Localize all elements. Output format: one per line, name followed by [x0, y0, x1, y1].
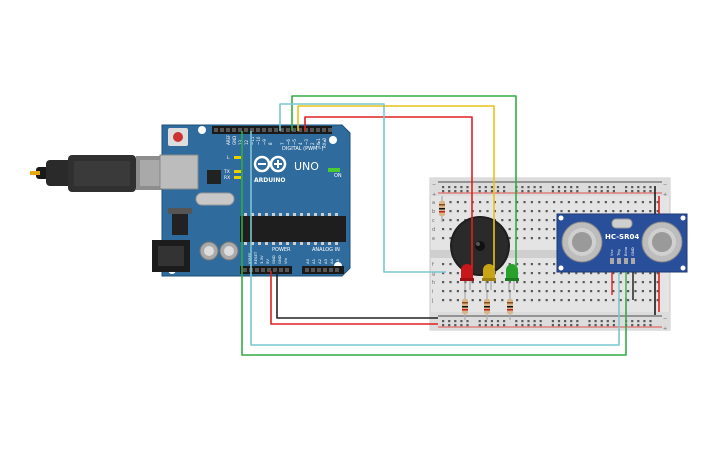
power-pin-header[interactable] [240, 266, 292, 274]
row-label-b: b [432, 209, 435, 215]
pin-label-4: 4 [298, 142, 303, 145]
rail-label-plus-bottom: + [663, 326, 667, 332]
pin-label-a0: A0 [305, 258, 310, 264]
rail-label-minus-bottom: − [663, 316, 667, 322]
pin-label-9: ~9 [262, 139, 267, 145]
pin-label-reset: RESET [253, 251, 258, 264]
piezo-buzzer[interactable] [450, 216, 510, 276]
pin-label-2: 2 [310, 142, 315, 145]
pin-label-6: ~6 [286, 139, 291, 145]
arduino-logo-icon [253, 155, 287, 173]
pin-label-a3: A3 [323, 258, 328, 264]
wire-5v[interactable] [270, 271, 438, 325]
usb-chip [207, 170, 221, 184]
transducer-left [561, 221, 603, 263]
pin-label-gnd2: GND [277, 255, 282, 264]
pin-label-8: 8 [268, 142, 273, 145]
arduino-model-label: UNO [294, 160, 319, 173]
transducer-right [641, 221, 683, 263]
row-label-i: i [432, 289, 433, 295]
pin-label-a5: A5 [335, 258, 340, 264]
row-label-e: e [432, 236, 435, 242]
arduino-brand-label: ARDUINO [254, 177, 285, 184]
pin-label-3v3: 3.3V [259, 255, 264, 264]
pin-label-rx0: RX◂0 [322, 137, 327, 148]
pin-label-3: ~3 [304, 139, 309, 145]
pin-label-11: ~11 [250, 136, 255, 145]
wire-trig[interactable] [250, 131, 620, 346]
row-label-c: c [432, 218, 435, 224]
pin-label-12: 12 [244, 139, 249, 145]
reset-button-cap[interactable] [173, 132, 183, 142]
pin-label-a1: A1 [311, 258, 316, 264]
pin-label-gnd1: GND [271, 255, 276, 264]
sensor-model-label: HC-SR04 [605, 233, 639, 241]
wire-echo[interactable] [241, 131, 627, 356]
pin-label-13: 13 [238, 139, 243, 145]
row-label-f: f [432, 262, 434, 268]
led-green[interactable] [505, 264, 519, 290]
led-red[interactable] [460, 264, 474, 290]
rail-label-minus-top-left: − [432, 182, 436, 188]
row-label-g: g [432, 271, 435, 277]
rx-led-label: RX [224, 175, 230, 181]
rail-label-minus-top: − [663, 182, 667, 188]
row-label-h: h [432, 280, 435, 286]
atmega-chip [240, 216, 346, 242]
pin-label-tx1: TX▸1 [316, 138, 321, 149]
digital-pin-sockets[interactable] [214, 128, 332, 132]
on-led-label: ON [334, 173, 342, 179]
wire-yellow-led[interactable] [297, 105, 495, 268]
row-label-j: j [431, 298, 433, 304]
pin-label-a4: A4 [329, 258, 334, 264]
rail-label-plus-top: + [663, 192, 667, 198]
pin-label-ioref: IOREF [247, 253, 252, 264]
pin-label-5: ~5 [292, 139, 297, 145]
pin-label-7: 7 [280, 142, 285, 145]
pin-label-5v: 5V [265, 259, 270, 264]
usb-port [159, 154, 199, 190]
sensor-pin-trig: Trig [616, 249, 621, 257]
pin-label-10: ~10 [256, 136, 261, 145]
sensor-crystal [611, 218, 633, 229]
resistor-top-left[interactable] [439, 196, 445, 222]
pin-label-vin: Vin [283, 257, 288, 264]
digital-header-label: DIGITAL (PWM~) [282, 146, 324, 152]
pin-label-gnd: GND [232, 136, 237, 145]
hc-sr04-sensor[interactable]: HC-SR04 Vcc Trig Echo GND [556, 213, 688, 273]
arduino-uno-board[interactable]: L TX RX ON ARDUINO UNO DIGITAL (PWM~) PO… [152, 124, 351, 277]
analog-header-label: ANALOG IN [312, 247, 340, 253]
crystal [195, 192, 235, 206]
breadboard-center-channel [430, 250, 670, 258]
led-yellow[interactable] [482, 264, 496, 290]
resistor-red-led[interactable] [462, 292, 468, 320]
wire-buzzer-signal[interactable] [279, 103, 446, 273]
resistor-green-led[interactable] [507, 292, 513, 320]
power-header-label: POWER [272, 247, 291, 253]
wire-ground[interactable] [276, 271, 438, 319]
sensor-pin-echo: Echo [623, 246, 628, 256]
row-label-d: d [432, 227, 435, 233]
l-led-label: L [227, 155, 230, 161]
sensor-pin-gnd: GND [630, 247, 635, 256]
wire-red-led[interactable] [304, 116, 473, 268]
sensor-pin-vcc: Vcc [609, 249, 614, 256]
row-label-a: a [432, 200, 435, 206]
rail-label-plus-top-left: + [432, 192, 436, 198]
pin-label-a2: A2 [317, 258, 322, 264]
pin-label-aref: AREF [226, 134, 231, 145]
tx-led-label: TX [223, 169, 230, 175]
usb-cable[interactable] [30, 155, 166, 192]
resistor-yellow-led[interactable] [484, 292, 490, 320]
wire-green-led[interactable] [291, 95, 517, 268]
